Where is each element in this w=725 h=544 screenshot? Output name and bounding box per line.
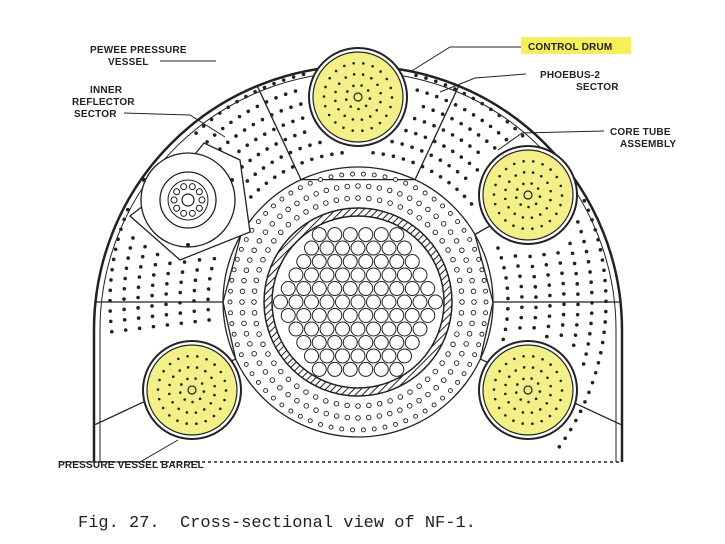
- svg-text:PRESSURE VESSEL BARREL: PRESSURE VESSEL BARREL: [58, 460, 204, 471]
- sector-dot-pattern: [108, 66, 608, 449]
- svg-text:PHOEBUS-2: PHOEBUS-2: [540, 70, 600, 81]
- core-region: [271, 215, 445, 389]
- control-drum-2: [478, 145, 578, 245]
- svg-text:VESSEL: VESSEL: [108, 57, 149, 68]
- svg-text:REFLECTOR: REFLECTOR: [72, 97, 135, 108]
- core-ring-holes: [227, 171, 489, 433]
- svg-text:PEWEE PRESSURE: PEWEE PRESSURE: [90, 45, 187, 56]
- label-control-drum: CONTROL DRUM: [521, 37, 631, 54]
- inner-reflector-plug: [128, 142, 251, 261]
- control-drum-highlight: [521, 37, 631, 54]
- leader-lines: [60, 46, 605, 463]
- svg-text:INNER: INNER: [90, 85, 123, 96]
- control-drum-3: [478, 340, 578, 440]
- svg-text:CONTROL DRUM: CONTROL DRUM: [528, 42, 612, 53]
- svg-text:ASSEMBLY: ASSEMBLY: [620, 139, 676, 150]
- svg-text:SECTOR: SECTOR: [74, 109, 117, 120]
- label-phoebus-2-sector: PHOEBUS-2 SECTOR: [540, 70, 619, 93]
- label-pewee-pressure-vessel: PEWEE PRESSURE VESSEL: [90, 45, 187, 68]
- core-tube-assembly: [273, 227, 443, 377]
- svg-text:CORE TUBE: CORE TUBE: [610, 127, 671, 138]
- label-pressure-vessel-barrel: PRESSURE VESSEL BARREL: [58, 460, 204, 471]
- label-core-tube-assembly: CORE TUBE ASSEMBLY: [610, 127, 676, 150]
- label-inner-reflector-sector: INNER REFLECTOR SECTOR: [72, 85, 135, 120]
- control-drum-4: [142, 340, 242, 440]
- figure-caption: Fig. 27. Cross-sectional view of NF-1.: [78, 514, 476, 533]
- inner-reflector-ring: [222, 166, 494, 438]
- control-drums: [142, 47, 578, 440]
- svg-text:SECTOR: SECTOR: [576, 82, 619, 93]
- control-drum-1: [308, 47, 408, 147]
